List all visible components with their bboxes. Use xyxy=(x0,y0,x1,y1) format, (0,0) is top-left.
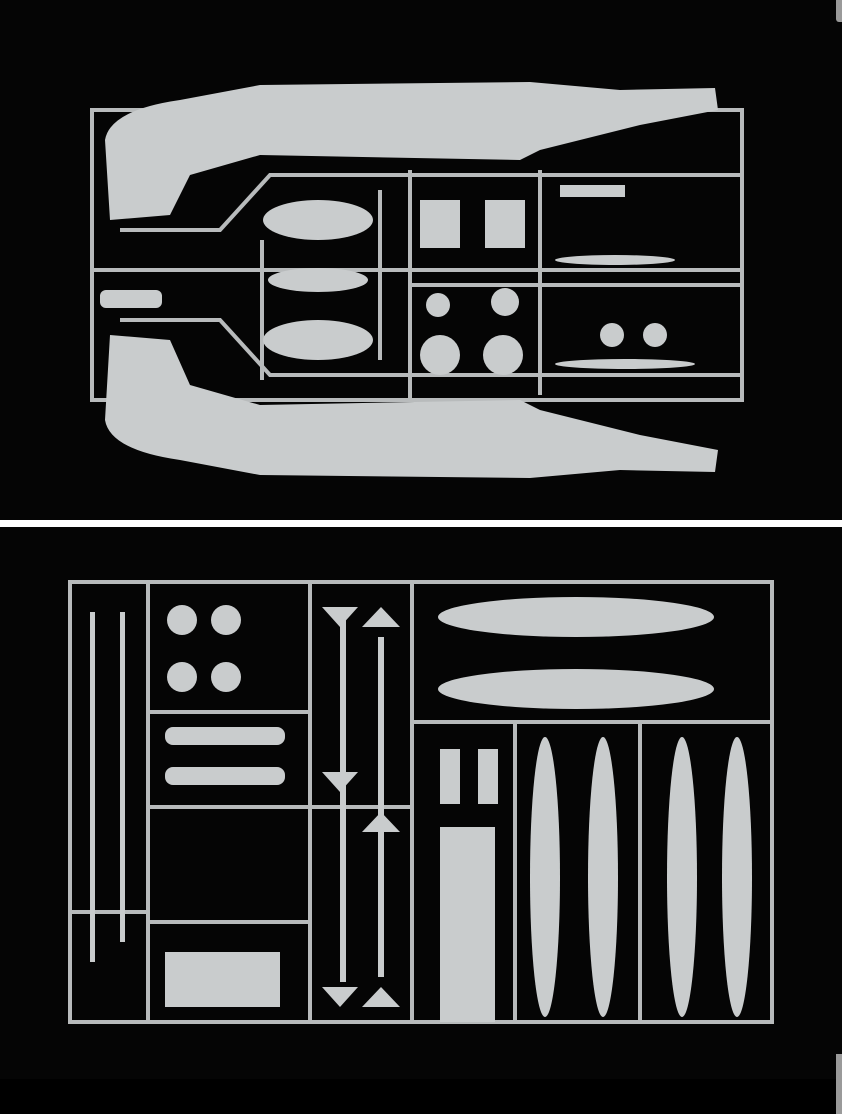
separator xyxy=(0,520,842,527)
window-edge-handle xyxy=(836,0,842,22)
sprue-bottom-drawing xyxy=(68,580,774,1024)
photo-bottom-sprue xyxy=(0,527,842,1114)
sprue-top-drawing xyxy=(90,82,744,478)
photo-top-sprue xyxy=(0,0,842,520)
window-edge-handle xyxy=(836,1054,842,1114)
